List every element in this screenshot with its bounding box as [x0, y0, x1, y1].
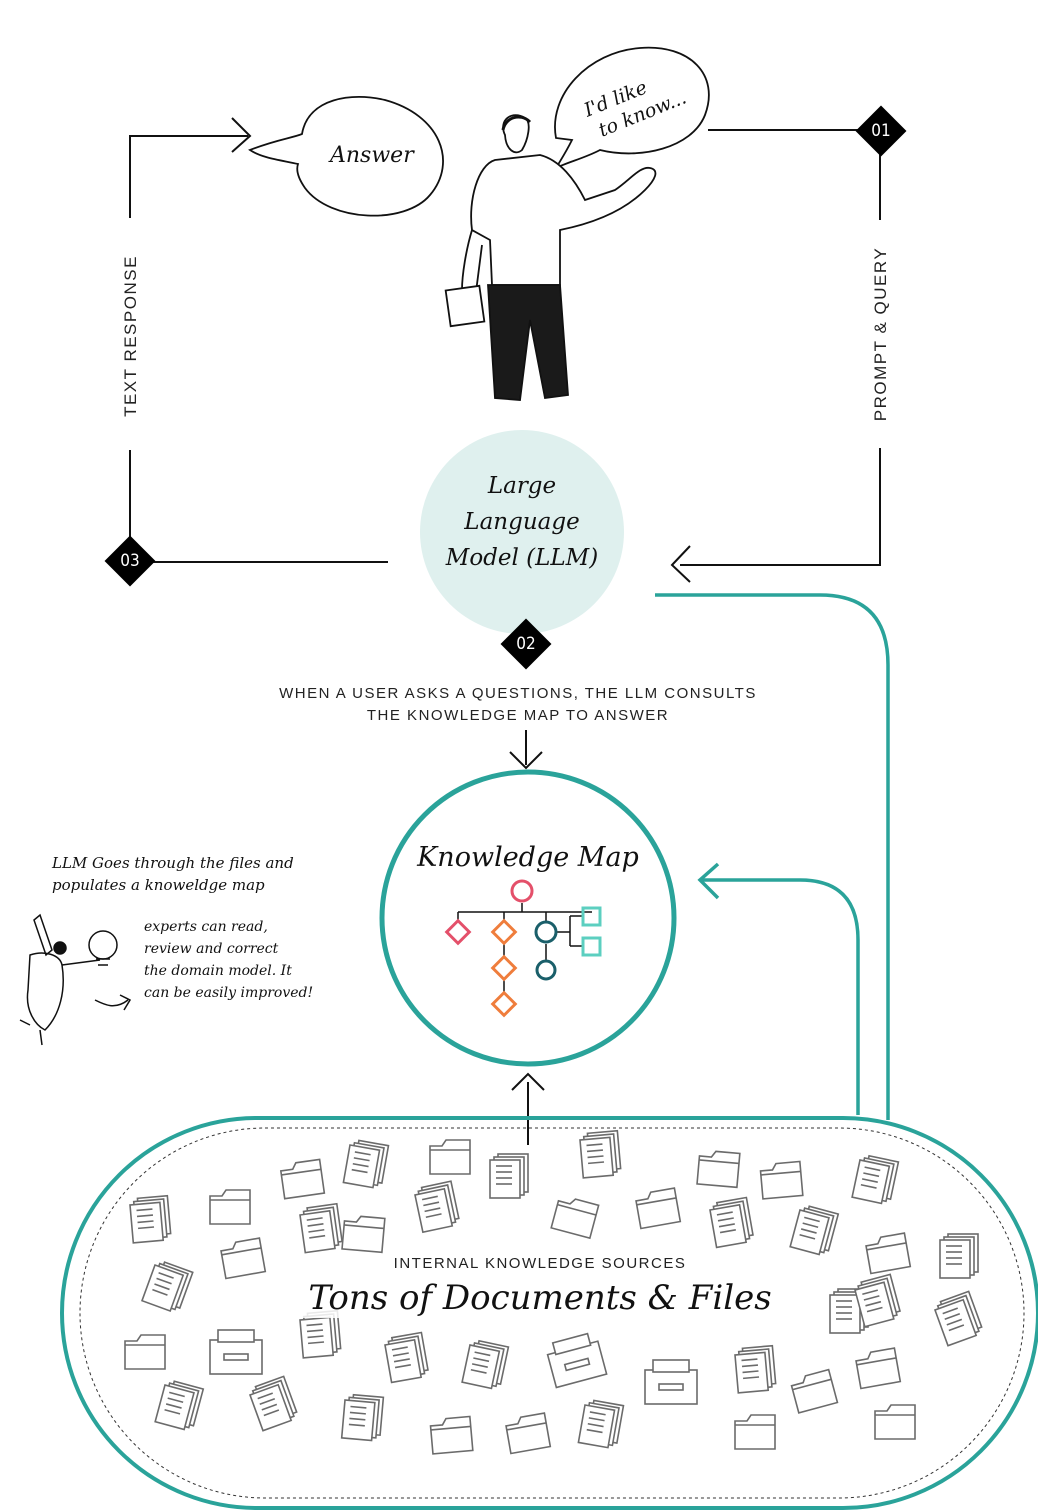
populate-note: LLM Goes through the files and populates… — [52, 852, 294, 896]
document-icon — [461, 1339, 510, 1390]
document-icon — [342, 1139, 390, 1189]
step-badge-03: 03 — [104, 535, 156, 587]
graph-node — [581, 936, 602, 957]
graph-node — [490, 954, 518, 982]
graph-node — [535, 959, 557, 981]
document-icon — [248, 1375, 298, 1432]
teal-connectors — [655, 593, 890, 1120]
sources-capsule — [60, 1116, 1038, 1510]
document-icon — [854, 1273, 901, 1328]
expert-illustration — [19, 913, 132, 1046]
document-icon — [709, 1196, 754, 1249]
folder-icon — [505, 1412, 552, 1455]
consult-caption-line-2: THE KNOWLEDGE MAP TO ANSWER — [366, 707, 670, 724]
knowledge-map-circle — [379, 769, 677, 1067]
graph-node — [444, 918, 472, 946]
folder-icon — [209, 1189, 251, 1225]
llm-label: Large Language Model (LLM) — [422, 468, 622, 576]
folder-icon — [124, 1334, 166, 1370]
document-icon — [299, 1202, 343, 1254]
experts-note-line-1: experts can read, — [144, 919, 268, 935]
folder-icon — [734, 1414, 776, 1450]
consult-caption: WHEN A USER ASKS A QUESTIONS, THE LLM CO… — [218, 683, 818, 727]
file-box-icon — [546, 1332, 608, 1389]
knowledge-map-title: Knowledge Map — [417, 842, 639, 873]
step-badge-02: 02 — [500, 618, 552, 670]
document-icon — [577, 1399, 625, 1449]
folder-icon — [279, 1158, 326, 1200]
document-icon — [129, 1194, 172, 1244]
llm-label-line-3: Model (LLM) — [445, 545, 599, 571]
step-badge-01: 01 — [855, 105, 907, 157]
folder-icon — [220, 1237, 267, 1280]
document-icon — [489, 1153, 529, 1199]
document-icon — [414, 1180, 460, 1234]
graph-node-root — [510, 879, 534, 903]
document-icon — [939, 1233, 979, 1279]
document-icon — [154, 1380, 205, 1431]
llm-circle — [420, 430, 624, 634]
person-illustration — [444, 114, 657, 401]
experts-note-line-2: review and correct — [144, 941, 279, 957]
consult-caption-line-1: WHEN A USER ASKS A QUESTIONS, THE LLM CO… — [279, 685, 757, 702]
answer-text: Answer — [330, 143, 414, 168]
sources-inner-outline — [79, 1127, 1025, 1499]
folder-icon — [790, 1368, 839, 1414]
graph-node — [581, 906, 602, 927]
document-icon — [829, 1288, 869, 1334]
prompt-query-label: PROMPT & QUERY — [871, 246, 890, 422]
document-icon — [140, 1261, 194, 1312]
knowledge-graph — [444, 879, 602, 1018]
file-icons — [124, 1129, 983, 1455]
document-icon — [579, 1129, 622, 1179]
folder-icon — [865, 1232, 912, 1275]
folder-icon — [429, 1139, 471, 1175]
experts-note: experts can read, review and correct the… — [144, 916, 313, 1004]
graph-node — [490, 918, 518, 946]
file-box-icon — [209, 1329, 263, 1375]
experts-note-line-4: can be easily improved! — [144, 985, 314, 1001]
folder-icon — [855, 1347, 902, 1390]
document-icon — [734, 1344, 777, 1394]
document-icon — [299, 1309, 342, 1359]
folder-icon — [635, 1187, 682, 1230]
folder-icon — [550, 1198, 600, 1240]
sources-title: Tons of Documents & Files — [270, 1278, 810, 1318]
text-response-label: TEXT RESPONSE — [121, 255, 140, 417]
document-icon — [789, 1205, 840, 1256]
experts-note-line-3: the domain model. It — [144, 963, 292, 979]
file-box-icon — [644, 1359, 698, 1405]
folder-icon — [341, 1215, 386, 1254]
populate-note-line-2: populates a knoweldge map — [52, 876, 265, 894]
sources-subtitle: INTERNAL KNOWLEDGE SOURCES — [393, 1255, 687, 1272]
document-icon — [933, 1290, 983, 1347]
document-icon — [851, 1154, 900, 1205]
llm-label-line-1: Large — [487, 473, 557, 499]
graph-node — [490, 990, 518, 1018]
graph-node — [534, 920, 558, 944]
folder-icon — [429, 1415, 474, 1455]
folder-icon — [696, 1150, 741, 1189]
folder-icon — [759, 1160, 804, 1200]
folder-icon — [874, 1404, 916, 1440]
document-icon — [384, 1331, 429, 1384]
populate-note-line-1: LLM Goes through the files and — [52, 854, 294, 872]
llm-label-line-2: Language — [464, 509, 580, 535]
document-icon — [340, 1393, 385, 1442]
answer-bubble — [248, 96, 444, 217]
